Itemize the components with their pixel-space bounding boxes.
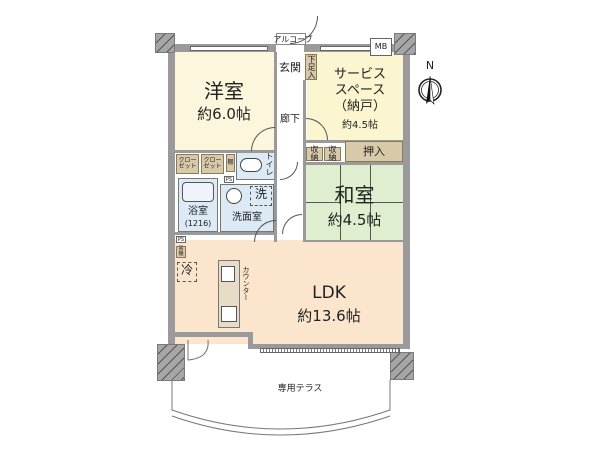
wall-hall-left (274, 52, 277, 242)
wall-bottom (250, 344, 410, 349)
mb-label: MB (374, 42, 388, 51)
bath-spec: (1216) (184, 219, 212, 228)
fridge-label: 冷 (180, 263, 193, 277)
storage-1: 収納 (306, 145, 323, 162)
hanging-shelf-label: 吊棚 (178, 246, 184, 257)
toilet-fixture (240, 158, 262, 172)
shoe-storage-label: 下足入 (307, 55, 316, 79)
tatami-line (306, 202, 340, 203)
service-line3: （納戸） (333, 99, 386, 114)
wall-bottom-step (248, 332, 253, 349)
entrance-door[interactable] (290, 16, 318, 44)
toilet-shelf-label: 棚 (227, 159, 234, 166)
pillar-top-right (394, 33, 416, 55)
closet-2: クローゼット (201, 154, 224, 174)
counter-label: カウンター (242, 266, 250, 301)
wall-hall-right (303, 80, 306, 242)
wall-right (403, 44, 410, 344)
service-line1: サービス (333, 67, 386, 82)
compass-icon (418, 75, 442, 105)
compass-north-label: N (425, 59, 435, 72)
window-service (320, 46, 375, 51)
room-kitchen-area (174, 242, 254, 332)
storage-1-label: 収納 (310, 145, 319, 162)
oshiire: 押入 (345, 141, 403, 162)
service-line2: スペース (334, 83, 386, 98)
closet-1-label: クローゼット (178, 157, 197, 170)
washer-label: 洗 (254, 187, 267, 201)
wall-western-bottom (174, 150, 276, 153)
entrance-label: 玄関 (279, 61, 301, 74)
western-room-name: 洋室 (204, 79, 244, 103)
ldk-size: 約13.6帖 (297, 307, 361, 325)
storage-2-label: 収納 (328, 145, 337, 162)
pillar-bottom-left (157, 344, 185, 381)
sink-icon (226, 188, 242, 204)
shoe-storage: 下足入 (305, 54, 317, 80)
toilet-shelf: 棚 (226, 154, 235, 172)
service-size: 約4.5帖 (342, 120, 378, 131)
wall-japanese-bottom (304, 240, 404, 242)
terrace-label: 専用テラス (277, 384, 323, 394)
window-western (190, 46, 268, 51)
storage-2: 収納 (324, 145, 341, 162)
ps-2-label: PS (177, 237, 185, 243)
japanese-room-size: 約4.5帖 (327, 211, 382, 229)
pillar-top-left (155, 33, 175, 53)
ps-box-1: PS (224, 176, 234, 183)
mb-box (370, 38, 392, 56)
washroom-label: 洗面室 (232, 212, 262, 223)
wall-left (168, 44, 175, 346)
tatami-line (370, 202, 403, 203)
tatami-line (340, 164, 341, 240)
hanging-shelf: 吊棚 (176, 246, 186, 258)
japanese-room-name: 和室 (334, 183, 375, 207)
ldk-name: LDK (312, 283, 346, 303)
western-room-size: 約6.0帖 (197, 105, 251, 123)
kitchen-sink (221, 266, 235, 282)
wall-japanese-top (304, 162, 404, 165)
window-ldk (260, 348, 400, 353)
toilet-label: トイレ (265, 152, 274, 176)
closet-2-label: クローゼット (203, 157, 222, 170)
bathtub (182, 182, 214, 202)
compass: N (415, 59, 449, 110)
fridge-space (177, 262, 197, 282)
closet-1: クローゼット (176, 154, 199, 174)
room-ldk-top (304, 240, 403, 250)
ps-box-2: PS (176, 236, 186, 243)
wall-bottom-left (168, 332, 252, 337)
washer-space (250, 186, 272, 206)
hallway-label: 廊下 (280, 114, 300, 125)
room-hallway (276, 52, 304, 242)
oshiire-label: 押入 (363, 145, 385, 158)
stove (221, 306, 237, 322)
ps-1-label: PS (225, 177, 233, 183)
wall-wet-bottom (174, 232, 276, 235)
pillar-bottom-right (390, 352, 414, 380)
bath-label: 浴室 (188, 206, 208, 217)
terrace-outline (171, 339, 391, 436)
